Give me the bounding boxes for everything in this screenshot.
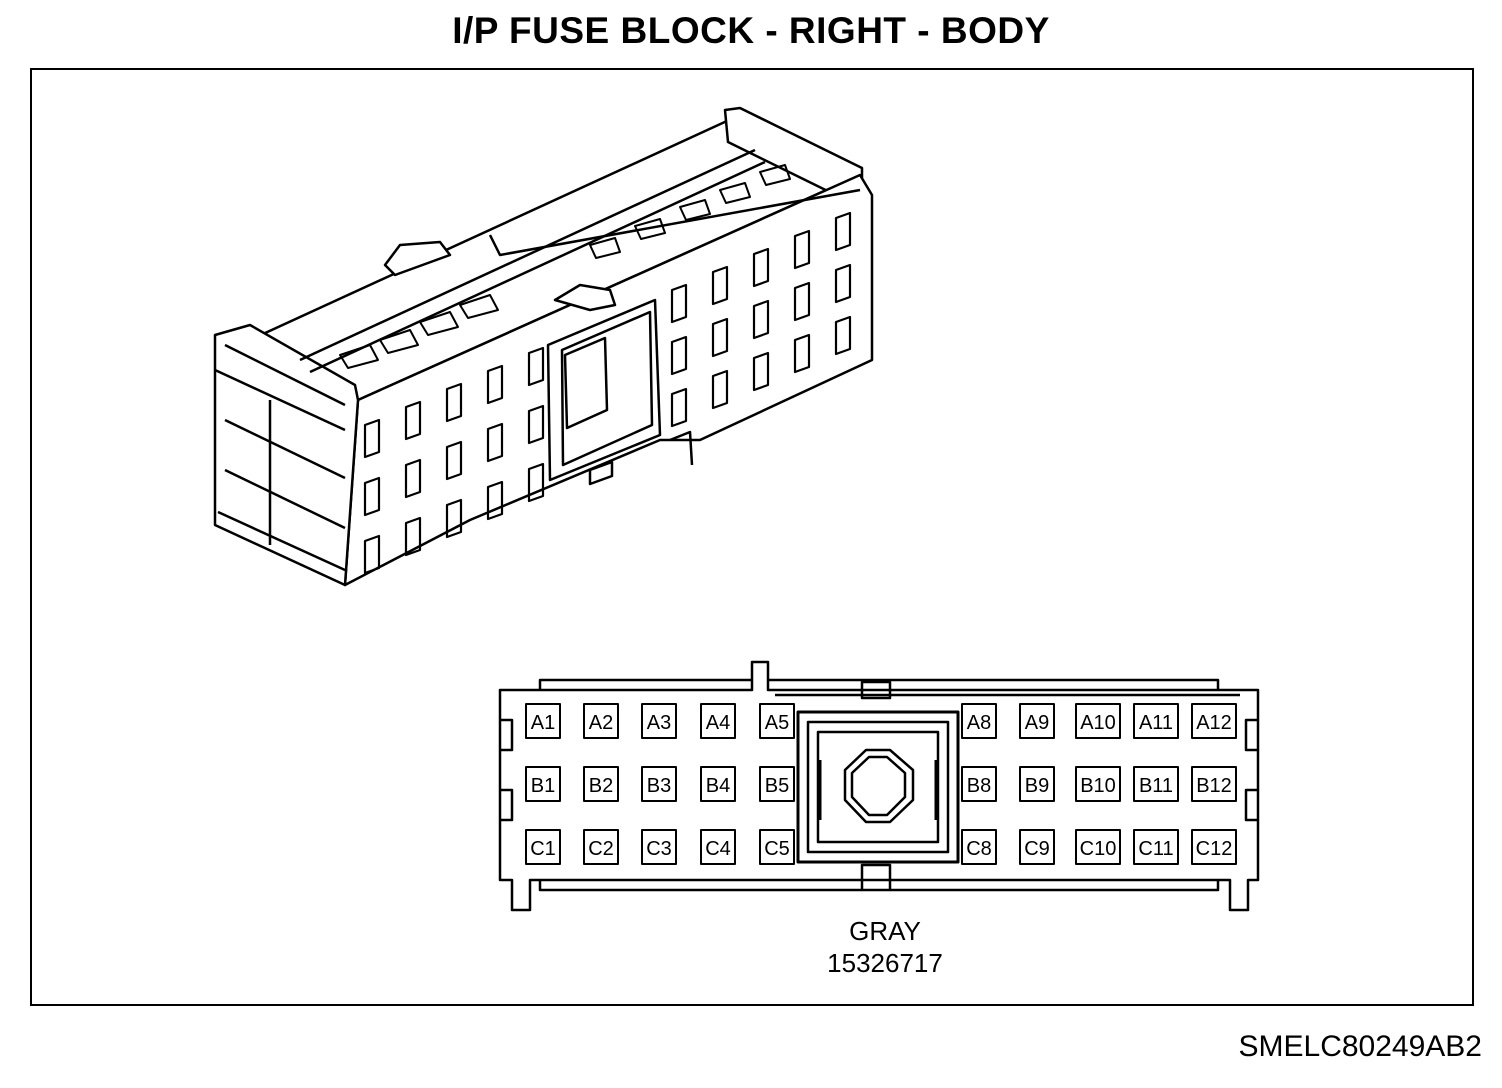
pin-cavity <box>525 829 561 865</box>
connector-part-number: 15326717 <box>827 948 943 978</box>
pin-label: A4 <box>706 712 730 734</box>
terminal-window <box>793 281 811 322</box>
pin-label: A5 <box>765 712 789 734</box>
pin-cavity <box>1075 766 1121 802</box>
pin-cavity <box>1191 703 1237 739</box>
pin-label: B1 <box>531 775 555 797</box>
pin-cavity <box>525 766 561 802</box>
terminal-window <box>793 333 811 374</box>
terminal-window <box>445 440 463 481</box>
diagram-title: I/P FUSE BLOCK - RIGHT - BODY <box>452 10 1050 51</box>
pin-label: B2 <box>589 775 613 797</box>
pin-label: A8 <box>967 712 991 734</box>
pin-cavity <box>961 766 997 802</box>
pin-cavity <box>700 766 736 802</box>
diagram-frame <box>30 68 1474 1006</box>
pin-label: C12 <box>1196 838 1233 860</box>
terminal-window <box>486 422 504 463</box>
terminal-window <box>834 315 852 356</box>
pin-cavity <box>583 766 619 802</box>
pin-cavity <box>1133 766 1179 802</box>
pin-label: A12 <box>1196 712 1232 734</box>
terminal-window <box>793 229 811 270</box>
pin-cavity <box>1133 703 1179 739</box>
pin-cavity <box>1191 766 1237 802</box>
pin-label: B11 <box>1139 775 1173 797</box>
pin-cavity <box>641 766 677 802</box>
pin-cavity <box>961 703 997 739</box>
terminal-window <box>752 247 770 288</box>
terminal-window <box>404 516 422 557</box>
terminal-window <box>486 364 504 405</box>
pin-label: C3 <box>646 838 672 860</box>
pin-cavity <box>1019 703 1055 739</box>
terminal-window <box>404 400 422 441</box>
terminal-window <box>834 211 852 252</box>
terminal-window <box>404 458 422 499</box>
pin-cavity <box>759 703 795 739</box>
pin-label: C5 <box>764 838 790 860</box>
terminal-window <box>834 263 852 304</box>
pin-cavity <box>525 703 561 739</box>
connector-caption: GRAY 15326717 <box>780 915 990 979</box>
terminal-window <box>363 534 381 575</box>
pin-cavity <box>1075 829 1121 865</box>
terminal-window <box>711 369 729 410</box>
pin-label: C4 <box>705 838 731 860</box>
pin-label: B5 <box>765 775 789 797</box>
pin-label: A10 <box>1080 712 1116 734</box>
pin-cavity <box>1191 829 1237 865</box>
pin-cavity <box>641 829 677 865</box>
pin-label: B4 <box>706 775 730 797</box>
pin-cavity <box>961 829 997 865</box>
terminal-window <box>711 317 729 358</box>
pin-label: C9 <box>1024 838 1050 860</box>
pin-cavity <box>700 829 736 865</box>
terminal-window <box>445 382 463 423</box>
pin-label: C2 <box>588 838 614 860</box>
terminal-window <box>711 265 729 306</box>
pin-cavity <box>759 829 795 865</box>
pin-cavity <box>700 703 736 739</box>
pin-label: C11 <box>1138 838 1173 860</box>
pin-label: A11 <box>1139 712 1173 734</box>
diagram-id: SMELC80249AB2 <box>1238 1030 1483 1063</box>
pin-cavity <box>583 703 619 739</box>
pin-label: B8 <box>967 775 991 797</box>
terminal-window <box>670 283 688 324</box>
pin-cavity <box>1075 703 1121 739</box>
pin-cavity <box>1019 829 1055 865</box>
connector-color: GRAY <box>849 916 921 946</box>
pin-label: C8 <box>966 838 992 860</box>
pin-label: A2 <box>589 712 613 734</box>
pin-cavity <box>583 829 619 865</box>
pin-label: C10 <box>1080 838 1117 860</box>
pin-label: B3 <box>647 775 671 797</box>
pin-cavity <box>1133 829 1179 865</box>
terminal-window <box>486 480 504 521</box>
terminal-window <box>670 387 688 428</box>
terminal-window <box>752 299 770 340</box>
terminal-window <box>527 346 545 387</box>
pin-cavity <box>1019 766 1055 802</box>
pin-label: B10 <box>1080 775 1116 797</box>
pin-label: B9 <box>1025 775 1049 797</box>
pin-label: A1 <box>531 712 555 734</box>
terminal-window <box>752 351 770 392</box>
terminal-window <box>670 335 688 376</box>
terminal-window <box>363 418 381 459</box>
terminal-window <box>445 498 463 539</box>
terminal-window <box>363 476 381 517</box>
pin-cavity <box>641 703 677 739</box>
terminal-window <box>527 404 545 445</box>
pin-cavity <box>759 766 795 802</box>
pin-label: A3 <box>647 712 671 734</box>
terminal-window <box>527 462 545 503</box>
pin-label: C1 <box>530 838 556 860</box>
pin-label: B12 <box>1196 775 1232 797</box>
pin-label: A9 <box>1025 712 1049 734</box>
connector-isometric-view <box>213 106 874 587</box>
